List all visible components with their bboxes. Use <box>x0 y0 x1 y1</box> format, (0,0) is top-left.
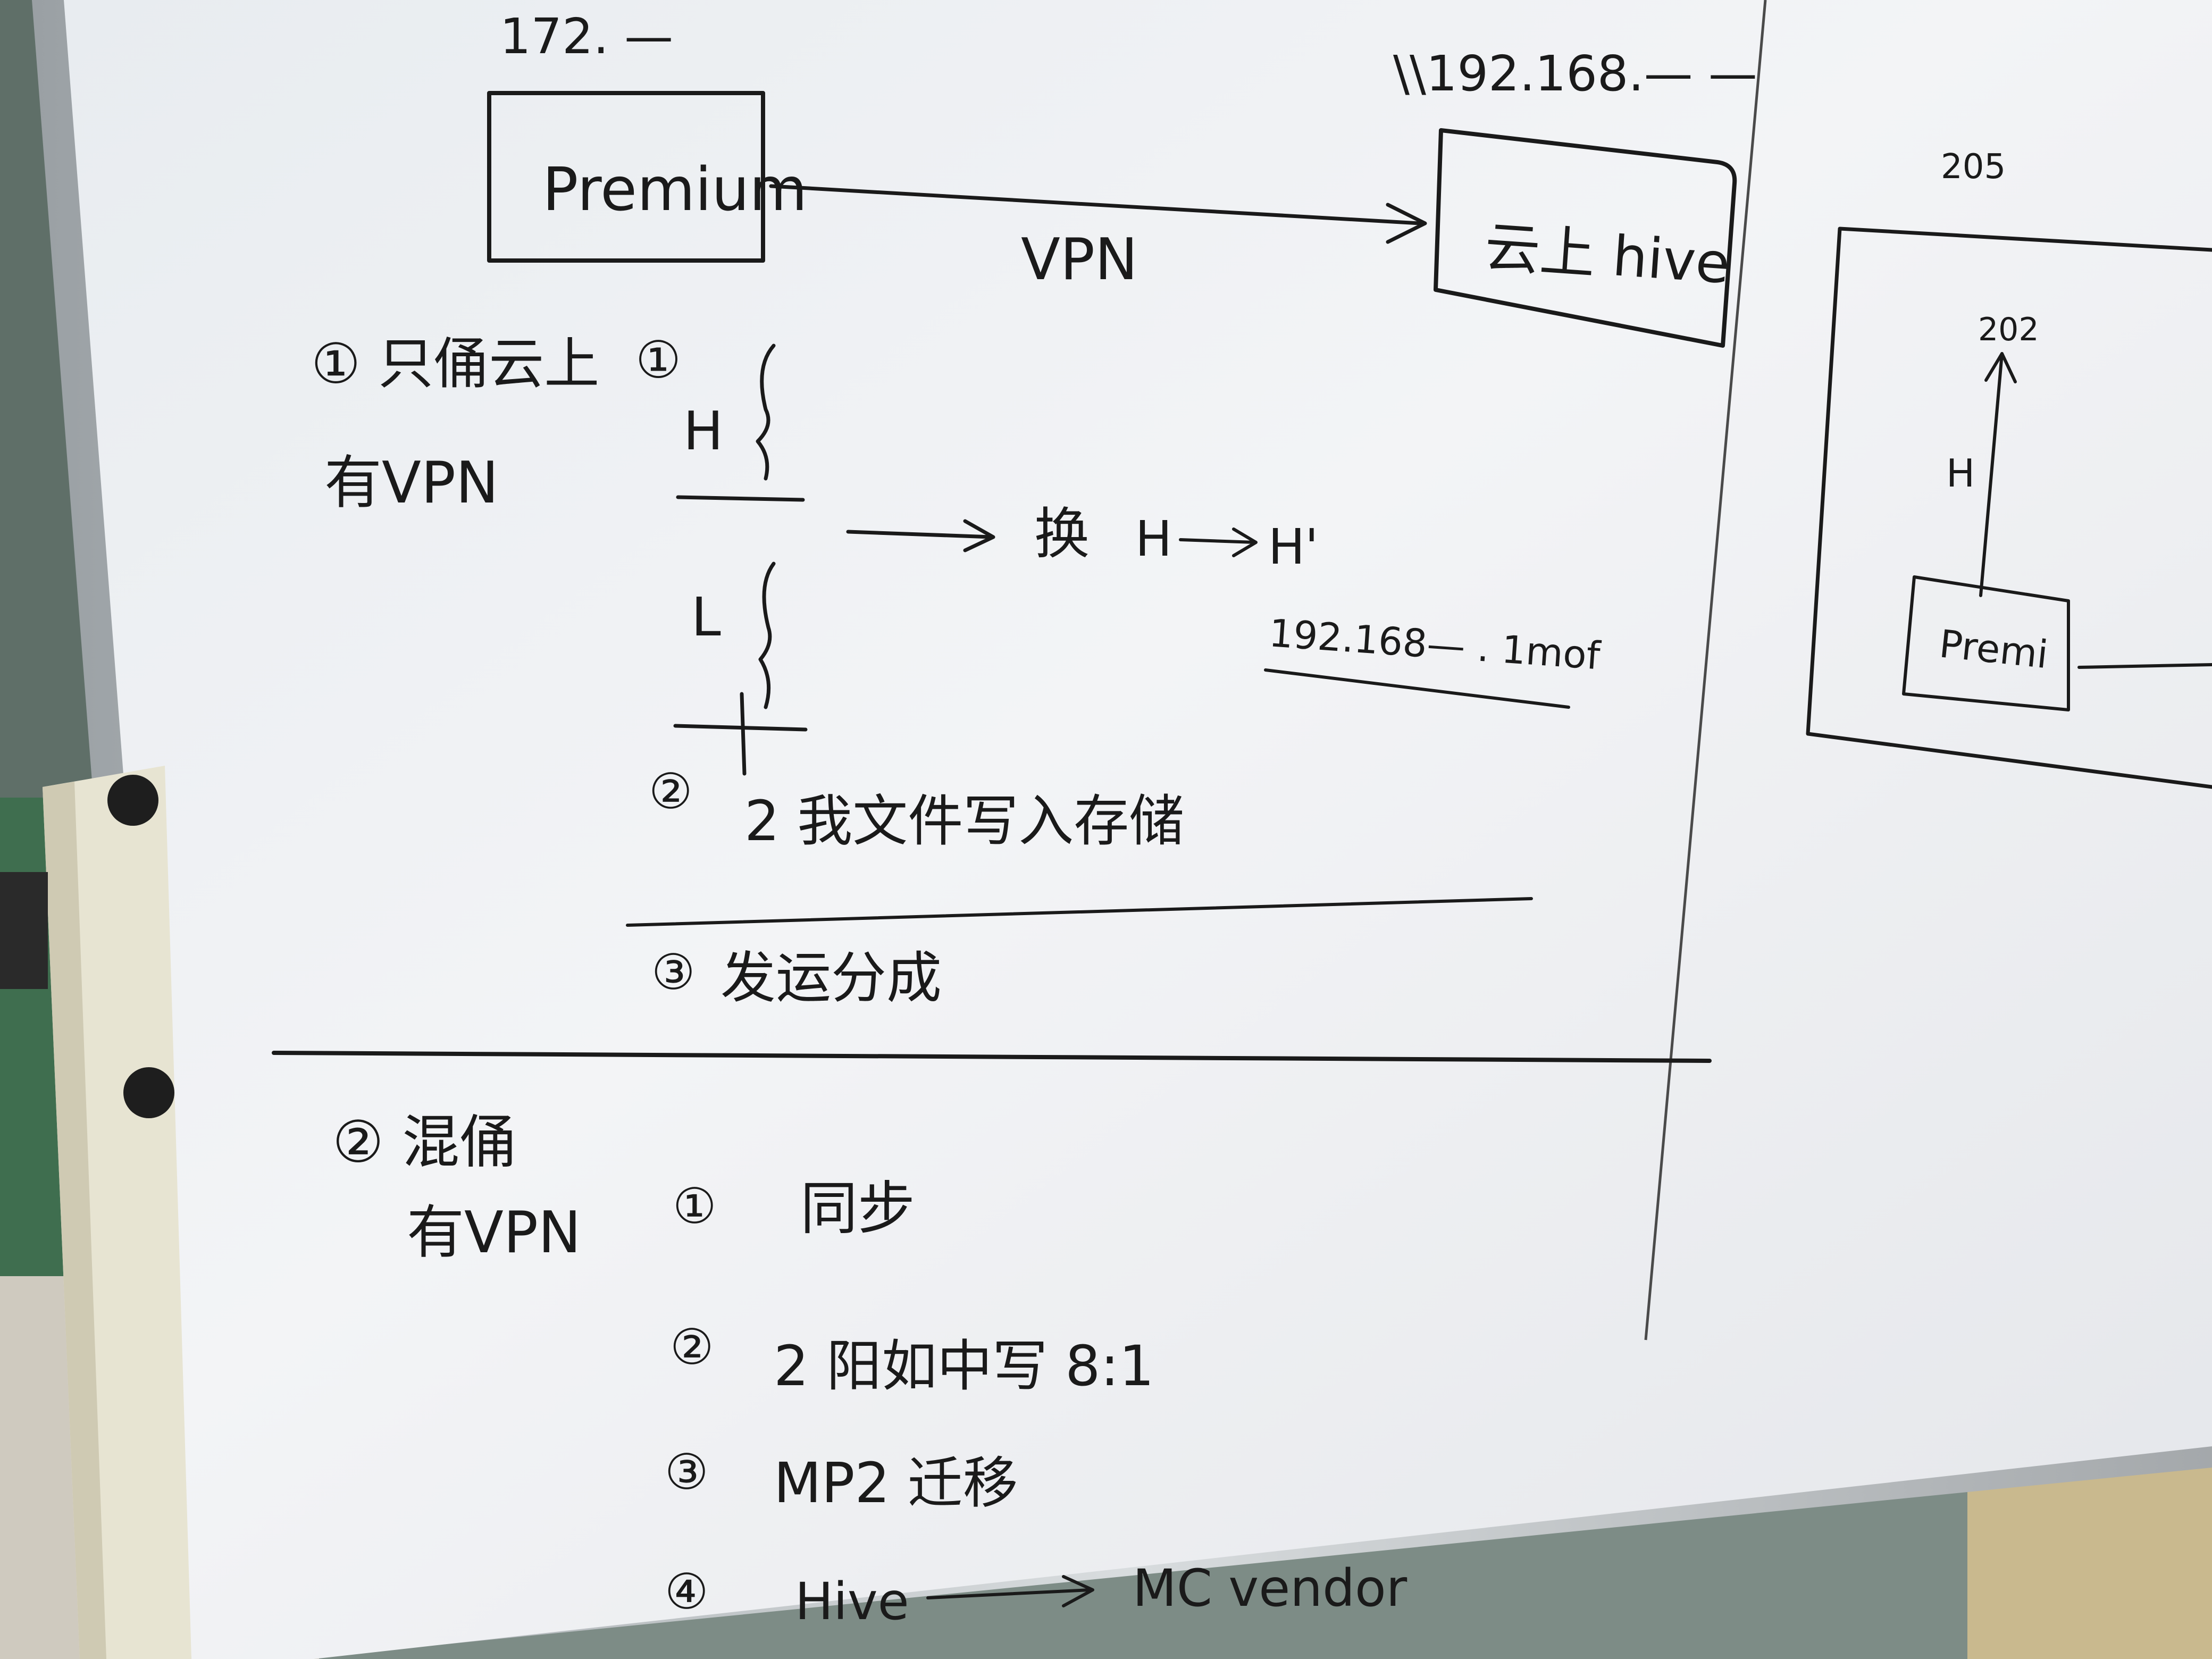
swap-note-underline <box>1264 668 1570 709</box>
far-right-frame <box>1806 227 2212 789</box>
item-2-marker: ② <box>670 1319 714 1376</box>
list-item: ② 2 阳如中写 8:1 <box>670 1319 1154 1398</box>
step-2-3-divider <box>626 897 1533 927</box>
h-l-divider <box>676 495 805 502</box>
step-3-text: 发运分成 <box>720 945 942 1010</box>
item-3-text: MP2 迁移 <box>774 1451 1018 1515</box>
swap-to-label: H' <box>1268 518 1318 575</box>
far-right-arrow-target: 202 <box>1978 311 2039 348</box>
h-brace <box>756 343 776 481</box>
swap-arrow-line <box>846 530 994 539</box>
board-divider-line <box>1644 0 1767 1340</box>
far-right-arrowhead <box>1984 352 2017 383</box>
section-1-subheading: 有VPN <box>324 450 499 516</box>
section-2: ② 混俑 有VPN ① 同步 ② 2 阳如中写 8:1 ③ MP2 迁移 ④ H… <box>332 1109 1407 1631</box>
far-right-exit-line <box>2077 663 2212 669</box>
far-right-top-number: 205 <box>1941 147 2006 187</box>
section-1: ① 只俑云上 有VPN ① H L 换 H H' 192.168— . 1mof… <box>311 330 1603 1010</box>
h-label: H <box>683 400 723 462</box>
item-2-text: 2 阳如中写 8:1 <box>774 1334 1154 1398</box>
whiteboard <box>32 0 2212 1659</box>
section-2-subheading: 有VPN <box>407 1200 581 1266</box>
far-right-arrow-line <box>1979 352 2004 597</box>
item-1-text: 同步 <box>800 1176 915 1242</box>
far-right-arrow-label: H <box>1946 451 1975 496</box>
section-2-heading: ② 混俑 <box>332 1109 517 1176</box>
section-1-heading: ① 只俑云上 <box>311 331 599 396</box>
item-4-arrowhead <box>1062 1575 1094 1607</box>
swap-from-label: H <box>1135 510 1172 567</box>
top-right-ip-text: \\192.168.— — <box>1393 45 1757 102</box>
item-3-marker: ③ <box>665 1444 708 1501</box>
l-tick-mark <box>740 692 747 776</box>
l-label: L <box>691 586 721 648</box>
item-4-marker: ④ <box>665 1563 708 1620</box>
swap-hh-arrow-head <box>1232 527 1258 557</box>
list-item: ④ Hive MC vendor <box>665 1559 1407 1631</box>
section-divider <box>272 1051 1712 1063</box>
item-4-text: Hive <box>795 1572 909 1631</box>
step-2-text: 2 我文件写入存储 <box>744 789 1184 853</box>
l-brace <box>758 562 776 709</box>
list-item: ③ MP2 迁移 <box>665 1444 1018 1515</box>
easel-stand <box>0 766 191 1659</box>
vpn-link-arrowhead <box>1386 203 1427 244</box>
item-1-marker: ① <box>673 1178 716 1235</box>
item-4-target: MC vendor <box>1133 1559 1407 1618</box>
swap-arrow-text: 换 <box>1034 501 1090 566</box>
step-1-marker: ① <box>635 330 681 390</box>
premium-box <box>487 91 765 263</box>
l-bottom-line <box>673 724 808 732</box>
cloud-hive-box <box>1434 128 1737 348</box>
swap-arrow-head <box>963 519 995 552</box>
vpn-link-label: VPN <box>1021 227 1138 293</box>
step-3-marker: ③ <box>651 944 695 1001</box>
top-left-ip-text: 172. — <box>500 8 673 65</box>
swap-hh-arrow-line <box>1179 538 1256 544</box>
item-4-arrow-line <box>926 1588 1092 1599</box>
list-item: ① 同步 <box>673 1176 915 1242</box>
step-2-marker: ② <box>649 763 692 820</box>
far-right-diagram: 205 202 H Premi <box>1806 147 2212 789</box>
vpn-link-line <box>769 184 1422 225</box>
far-right-premium-box <box>1902 575 2070 711</box>
premium-box-label: Premium <box>542 155 807 224</box>
